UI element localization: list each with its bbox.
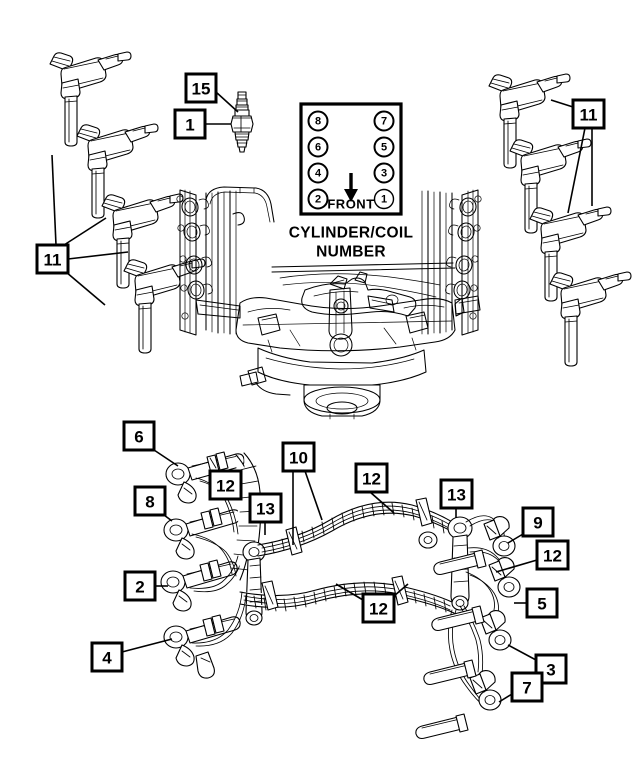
callout-7[interactable]: 7: [498, 671, 544, 703]
harness-junction-left: [242, 541, 266, 626]
harness-boot: [469, 670, 502, 711]
callout-12-c[interactable]: 12: [495, 539, 570, 573]
callout-7-label: 7: [522, 679, 531, 698]
cylinder-head-right: [421, 189, 482, 336]
ignition-wire-harness: [160, 451, 521, 740]
cyl-num-1: 1: [381, 194, 387, 206]
harness-tube: [431, 607, 483, 632]
callout-12-d-label: 12: [369, 600, 388, 619]
cyl-num-4: 4: [315, 168, 322, 180]
harness-band: [199, 451, 229, 637]
harness-lower-bundle: [239, 575, 455, 614]
cyl-num-2: 2: [315, 194, 321, 206]
callout-12-d[interactable]: 12: [335, 583, 409, 624]
harness-main-bundle: [257, 497, 463, 557]
front-arrow-icon: [344, 173, 358, 202]
callout-4-label: 4: [102, 649, 112, 668]
callout-8-label: 8: [145, 493, 154, 512]
callout-13-b-label: 13: [447, 486, 466, 505]
callout-12-a-label: 12: [216, 477, 235, 496]
cyl-num-5: 5: [381, 142, 387, 154]
callout-4[interactable]: 4: [90, 638, 173, 673]
harness-boot: [483, 516, 516, 557]
callout-10[interactable]: 10: [281, 441, 323, 545]
callout-12-b[interactable]: 12: [354, 462, 395, 514]
intake-manifold: [195, 262, 481, 420]
callout-15-label: 15: [192, 80, 211, 99]
callout-5-label: 5: [537, 595, 546, 614]
callout-3[interactable]: 3: [507, 644, 568, 685]
callout-6-label: 6: [134, 428, 143, 447]
callout-9-label: 9: [533, 514, 542, 533]
harness-clip-lower-left: [261, 580, 279, 611]
callout-5[interactable]: 5: [514, 587, 559, 619]
harness-tube: [433, 551, 485, 576]
callout-11-left[interactable]: 11: [35, 154, 129, 306]
cyl-num-7: 7: [381, 116, 387, 128]
callout-12-a[interactable]: 12: [208, 469, 243, 501]
cylinder-head-left: [176, 186, 275, 336]
callout-6[interactable]: 6: [122, 420, 179, 467]
callout-12-c-label: 12: [543, 547, 562, 566]
harness-boot: [488, 557, 521, 598]
cyl-num-3: 3: [381, 168, 387, 180]
callout-3-label: 3: [546, 661, 555, 680]
callout-12-b-label: 12: [362, 470, 381, 489]
callout-11-right-label: 11: [580, 106, 598, 125]
callout-13-a-label: 13: [256, 500, 275, 519]
cyl-num-8: 8: [315, 116, 321, 128]
callout-1-label: 1: [185, 116, 194, 135]
harness-boot: [165, 462, 197, 504]
callout-10-label: 10: [289, 449, 308, 468]
harness-boot: [479, 610, 512, 651]
callout-2-label: 2: [135, 578, 144, 597]
harness-boot: [163, 625, 195, 667]
chart-title-line2: NUMBER: [316, 244, 386, 261]
chart-title-line1: CYLINDER/COIL: [289, 225, 413, 242]
callout-2[interactable]: 2: [123, 570, 168, 602]
harness-clip-upper-mid: [415, 497, 433, 527]
callout-1[interactable]: 1: [173, 108, 231, 140]
engine-block-v8: [176, 186, 482, 420]
callout-15[interactable]: 15: [184, 72, 239, 113]
harness-tube: [415, 715, 467, 740]
callout-13-a[interactable]: 13: [248, 492, 283, 535]
harness-tube: [423, 661, 475, 686]
front-label: FRONT: [327, 197, 374, 212]
spark-plug: [230, 91, 254, 153]
cyl-num-6: 6: [315, 142, 321, 154]
callout-13-b[interactable]: 13: [439, 478, 474, 518]
harness-boot: [163, 518, 195, 560]
harness-boot: [160, 570, 192, 612]
callout-9[interactable]: 9: [507, 506, 555, 544]
harness-band: [455, 549, 487, 733]
callout-8[interactable]: 8: [133, 485, 173, 522]
callout-11-right[interactable]: 11: [550, 98, 606, 214]
callout-11-left-label: 11: [44, 251, 62, 270]
cylinder-coil-chart: 8 6 4 2 7 5 3 1 FRONT: [299, 102, 403, 216]
